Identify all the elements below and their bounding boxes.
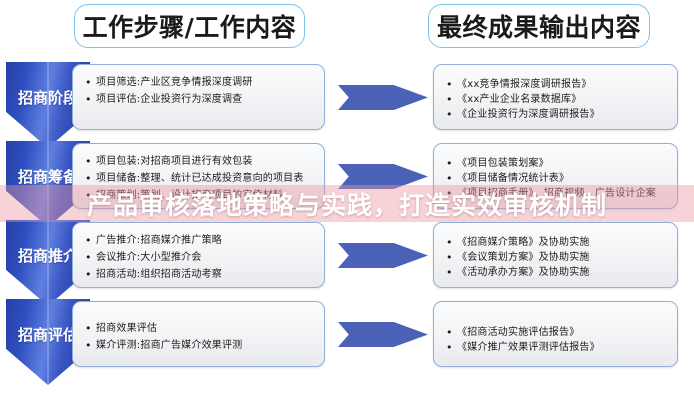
steps-list-3: 广告推介:招商媒介推广策略 会议推介:大小型推介会 招商活动:组织招商活动考察 [85,232,314,283]
output-item: 《项目储备情况统计表》 [446,171,667,186]
outputs-list-1: 《xx竞争情报深度调研报告》 《xx产业企业名录数据库》 《企业投资行为深度调研… [446,74,667,122]
steps-list-2: 项目包装:对招商项目进行有效包装 项目储备:整理、统计已达成投资意向的项目表 招… [85,153,314,204]
output-item: 《活动承办方案》及协助实施 [446,265,667,280]
step-item: 媒介评测:招商广告媒介效果评测 [85,337,314,354]
output-item: 《xx竞争情报深度调研报告》 [446,77,667,92]
overlay-banner: 产品审核落地策略与实践，打造实效审核机制 [0,185,694,222]
step-item: 招商活动:组织招商活动考察 [85,266,314,283]
outputs-list-3: 《招商媒介策略》及协助实施 《会议策划方案》及协助实施 《活动承办方案》及协助实… [446,232,667,280]
outputs-box-3: 《招商媒介策略》及协助实施 《会议策划方案》及协助实施 《活动承办方案》及协助实… [433,222,678,288]
output-item: 《项目招商手册》、招商视频、广告设计企案 [446,186,667,201]
stage-label-1: 招商阶段 [17,88,78,107]
step-item: 广告推介:招商媒介推广策略 [85,232,314,249]
step-item: 招商策划:策划、设计招商项目的宣传材料 [85,187,314,204]
steps-list-4: 招商效果评估 媒介评测:招商广告媒介效果评测 [85,311,314,354]
output-item: 《项目包装策划案》 [446,156,667,171]
step-item: 项目储备:整理、统计已达成投资意向的项目表 [85,170,314,187]
output-item: 《媒介推广效果评测评估报告》 [446,340,667,355]
flow-arrow-right-icon-1 [338,85,428,110]
stage-label-2: 招商筹备 [17,167,78,186]
step-item: 招商效果评估 [85,320,314,337]
output-item: 《会议策划方案》及协助实施 [446,250,667,265]
steps-box-3: 广告推介:招商媒介推广策略 会议推介:大小型推介会 招商活动:组织招商活动考察 [72,222,325,288]
stage-label-4: 招商评估 [17,325,78,344]
step-item: 项目包装:对招商项目进行有效包装 [85,153,314,170]
outputs-list-2: 《项目包装策划案》 《项目储备情况统计表》 《项目招商手册》、招商视频、广告设计… [446,153,667,201]
steps-box-2: 项目包装:对招商项目进行有效包装 项目储备:整理、统计已达成投资意向的项目表 招… [72,143,325,209]
output-item: 《xx产业企业名录数据库》 [446,92,667,107]
output-item: 《招商媒介策略》及协助实施 [446,235,667,250]
output-item: 《招商活动实施评估报告》 [446,325,667,340]
step-item: 项目筛选:产业区竞争情报深度调研 [85,74,314,91]
flow-arrow-right-icon-4 [338,322,428,347]
output-item: 《企业投资行为深度调研报告》 [446,107,667,122]
header-right-title: 最终成果输出内容 [428,4,650,48]
outputs-box-4: 《招商活动实施评估报告》 《媒介推广效果评测评估报告》 [433,301,678,367]
steps-list-1: 项目筛选:产业区竞争情报深度调研 项目评估:企业投资行为深度调查 [85,74,314,108]
stage-label-3: 招商推介 [17,246,78,265]
overlay-banner-text: 产品审核落地策略与实践，打造实效审核机制 [86,190,607,220]
steps-box-1: 项目筛选:产业区竞争情报深度调研 项目评估:企业投资行为深度调查 [72,64,325,130]
outputs-box-2: 《项目包装策划案》 《项目储备情况统计表》 《项目招商手册》、招商视频、广告设计… [433,143,678,209]
outputs-list-4: 《招商活动实施评估报告》 《媒介推广效果评测评估报告》 [446,311,667,355]
outputs-box-1: 《xx竞争情报深度调研报告》 《xx产业企业名录数据库》 《企业投资行为深度调研… [433,64,678,130]
flow-arrow-right-icon-3 [338,243,428,268]
step-item: 会议推介:大小型推介会 [85,249,314,266]
header-left-title: 工作步骤/工作内容 [74,4,305,48]
steps-box-4: 招商效果评估 媒介评测:招商广告媒介效果评测 [72,301,325,367]
step-item: 项目评估:企业投资行为深度调查 [85,91,314,108]
